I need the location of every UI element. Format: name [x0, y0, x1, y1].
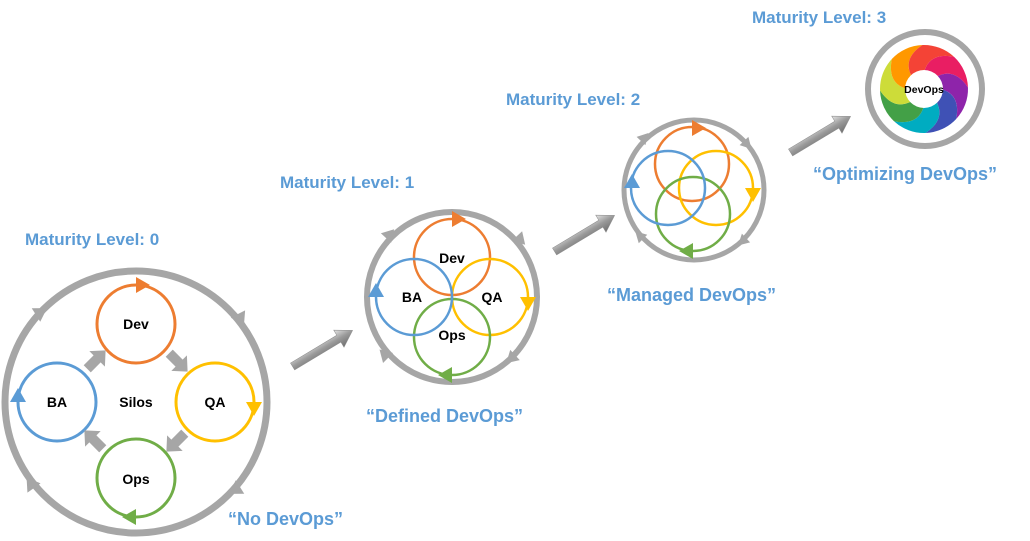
level-3-diagram: DevOps	[865, 29, 985, 149]
ring-arrow-head-icon	[230, 310, 246, 326]
logo-segment	[908, 45, 954, 77]
level-2-outer-ring	[621, 117, 767, 263]
logo-segment	[890, 45, 923, 89]
ba-label: BA	[47, 394, 67, 410]
dev-arrow-head-icon	[692, 120, 706, 136]
handoff-arrow-icon	[83, 350, 106, 373]
step-arrow-1-2	[552, 214, 615, 256]
silo-handoff-arrows	[83, 349, 189, 453]
step-arrow-0-1	[290, 329, 353, 371]
ba-arrow-head-icon	[10, 388, 26, 402]
ba-arrow-head-icon	[624, 174, 640, 188]
ops-arrow-head-icon	[679, 243, 693, 259]
ops-arrow-head-icon	[122, 509, 136, 525]
logo-segment	[880, 59, 912, 105]
level-0-diagram: Dev QA Ops BA Silos	[1, 267, 271, 537]
ring-arrow-head-icon	[737, 233, 751, 246]
level-0-ring-arrow-heads	[26, 308, 246, 494]
arrow-right-up-icon	[290, 329, 353, 371]
handoff-arrow-icon	[84, 430, 107, 453]
ring-arrow-head-icon	[739, 136, 752, 150]
level-2-diagram	[621, 117, 767, 263]
qa-label: QA	[482, 289, 503, 305]
ring-arrow-head-icon	[636, 132, 649, 146]
logo-center	[905, 70, 943, 108]
logo-segment	[925, 89, 958, 133]
defined-devops-caption: “Defined DevOps”	[366, 406, 524, 426]
ring-arrow-head-icon	[379, 349, 393, 363]
optimizing-devops-caption: “Optimizing DevOps”	[813, 164, 998, 184]
ring-arrow-head-icon	[506, 349, 520, 364]
arrow-right-up-icon	[788, 115, 851, 157]
no-devops-caption: “No DevOps”	[228, 509, 344, 529]
devops-logo-text: DevOps	[904, 84, 944, 96]
dev-label: Dev	[439, 250, 465, 266]
qa-arrow-head-icon	[745, 188, 761, 202]
ba-arrow-head-icon	[368, 283, 384, 297]
logo-segment	[924, 55, 968, 88]
ring-arrow-head-icon	[26, 477, 41, 493]
qa-arrow-head-icon	[520, 297, 536, 311]
maturity-level-2-label: Maturity Level: 2	[506, 90, 641, 109]
ops-label: Ops	[122, 471, 149, 487]
qa-circle	[677, 149, 755, 227]
ops-label: Ops	[438, 327, 465, 343]
maturity-level-1-label: Maturity Level: 1	[280, 173, 415, 192]
maturity-level-3-label: Maturity Level: 3	[752, 8, 887, 27]
level-0-outer-ring	[1, 267, 271, 537]
ring-arrow-head-icon	[511, 231, 526, 245]
ring-arrow-head-icon	[380, 229, 395, 243]
devops-logo-icon	[880, 45, 968, 133]
ring-arrow-head-icon	[31, 308, 48, 322]
dev-label: Dev	[123, 316, 149, 332]
ops-arrow-head-icon	[438, 367, 452, 383]
logo-segment	[894, 101, 940, 133]
level-2-ring-arrow-heads	[635, 132, 752, 246]
level-1-ring-arrow-heads	[379, 229, 526, 364]
ring-arrow-head-icon	[635, 231, 648, 244]
logo-segment	[936, 73, 968, 119]
managed-devops-caption: “Managed DevOps”	[607, 285, 777, 305]
qa-arrow-head-icon	[246, 402, 262, 416]
silos-label: Silos	[119, 394, 153, 410]
qa-label: QA	[205, 394, 226, 410]
ba-label: BA	[402, 289, 422, 305]
level-3-outer-ring	[865, 29, 985, 149]
arrow-right-up-icon	[552, 214, 615, 256]
logo-segment	[880, 90, 924, 123]
dev-arrow-head-icon	[452, 211, 466, 227]
ring-arrow-head-icon	[228, 480, 245, 494]
handoff-arrow-icon	[166, 429, 189, 452]
dev-arrow-head-icon	[136, 277, 150, 293]
step-arrow-2-3	[788, 115, 851, 157]
maturity-level-0-label: Maturity Level: 0	[25, 230, 160, 249]
level-1-diagram: Dev QA Ops BA	[364, 209, 540, 385]
handoff-arrow-icon	[165, 349, 188, 372]
